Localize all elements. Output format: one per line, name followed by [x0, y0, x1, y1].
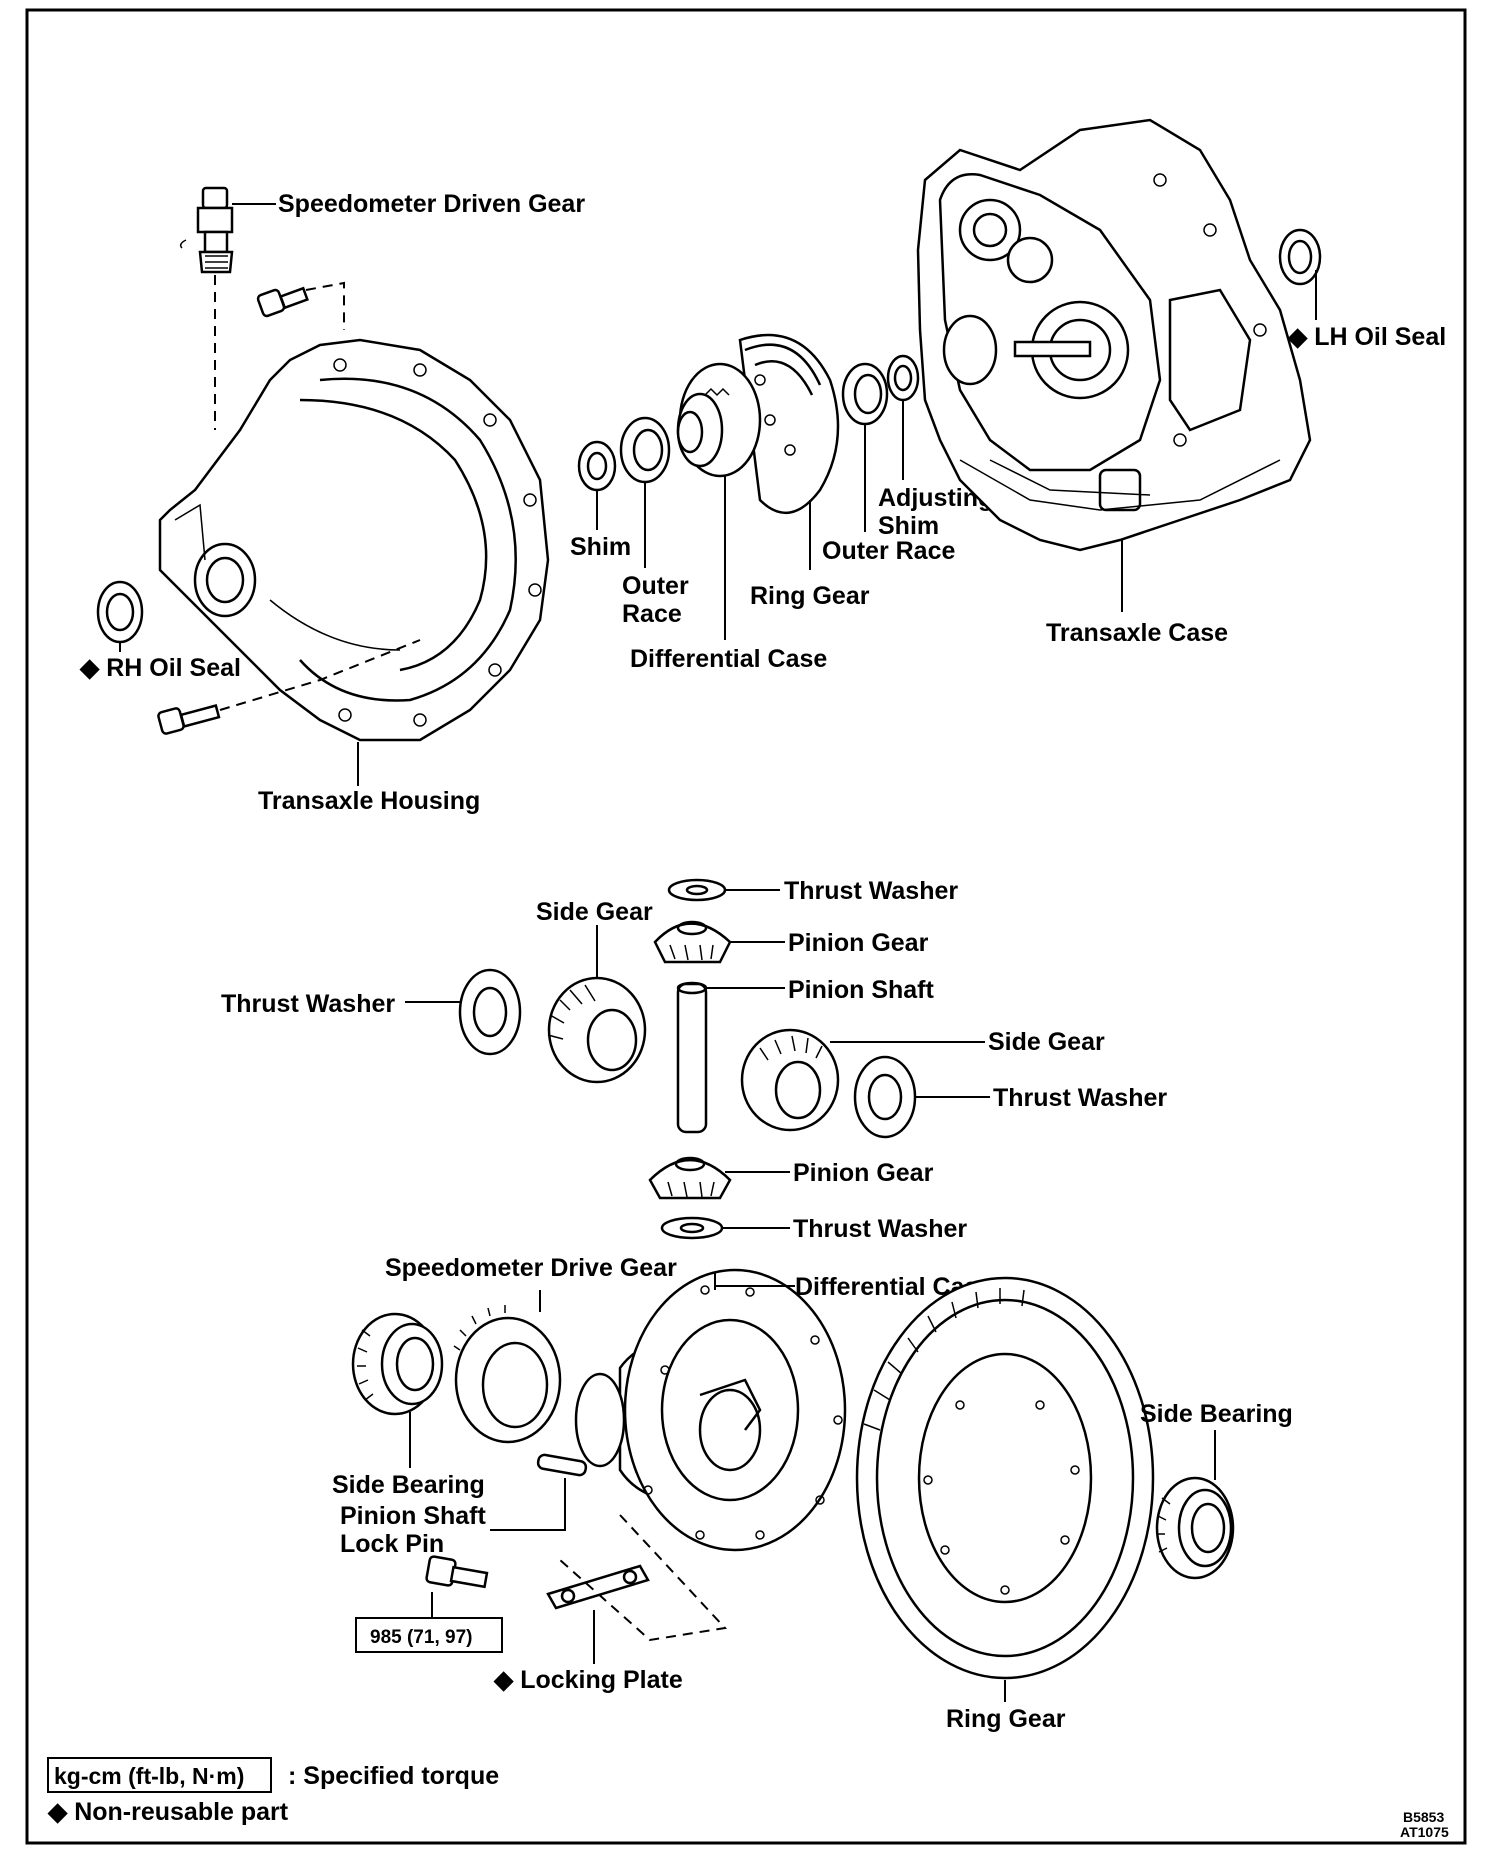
thrust-washer-right-part	[853, 1055, 917, 1139]
label-pinion-gear-bottom: Pinion Gear	[793, 1159, 934, 1187]
rh-oil-seal-part	[96, 580, 144, 644]
side-bearing-right-part	[1155, 1476, 1235, 1580]
label-pinion-gear-top: Pinion Gear	[788, 929, 929, 957]
label-side-gear-right: Side Gear	[988, 1028, 1105, 1056]
label-outer-race-right: Outer Race	[822, 537, 955, 565]
label-side-bearing-left: Side Bearing	[332, 1471, 485, 1499]
label-ring-gear-bottom: Ring Gear	[946, 1705, 1066, 1733]
label-adjusting-shim-2: Shim	[878, 512, 939, 540]
label-transaxle-case: Transaxle Case	[1046, 619, 1228, 647]
pinion-shaft-lock-pin-part	[536, 1453, 588, 1477]
transaxle-case-part	[916, 118, 1312, 552]
label-thrust-washer-bottom: Thrust Washer	[793, 1215, 967, 1243]
lh-oil-seal-part	[1278, 228, 1322, 286]
label-outer-race-left-1: Outer	[622, 572, 689, 600]
thrust-washer-top-part	[667, 878, 727, 902]
thrust-washer-left-part	[458, 968, 522, 1056]
label-lh-oil-seal: ◆ LH Oil Seal	[1287, 323, 1446, 351]
pinion-shaft-part	[676, 981, 708, 1134]
thrust-washer-bottom-part	[660, 1216, 724, 1240]
differential-assembly-top	[676, 333, 840, 515]
label-differential-case-top: Differential Case	[630, 645, 827, 673]
bolt-top	[256, 286, 309, 318]
label-side-bearing-right: Side Bearing	[1140, 1400, 1293, 1428]
torque-box	[355, 1617, 503, 1653]
label-thrust-washer-left: Thrust Washer	[221, 990, 395, 1018]
diagram-frame	[25, 8, 1467, 1845]
side-gear-right-part	[740, 1028, 840, 1132]
side-bearing-left-part	[351, 1312, 444, 1416]
speedometer-drive-gear-part	[453, 1305, 562, 1444]
torque-value: 985 (71, 97)	[370, 1627, 472, 1648]
label-transaxle-housing: Transaxle Housing	[258, 787, 480, 815]
label-thrust-washer-right: Thrust Washer	[993, 1084, 1167, 1112]
differential-case-bottom-part	[574, 1268, 847, 1552]
label-locking-plate: ◆ Locking Plate	[493, 1666, 683, 1694]
figure-code-2: AT1075	[1400, 1824, 1449, 1840]
transaxle-housing-part	[158, 338, 550, 742]
label-pinion-shaft: Pinion Shaft	[788, 976, 935, 1004]
shim-part	[577, 440, 617, 492]
label-side-gear-left: Side Gear	[536, 898, 653, 926]
locking-plate-part	[546, 1564, 650, 1610]
label-pinion-shaft-lock-pin-2: Lock Pin	[340, 1530, 444, 1558]
legend-torque-box	[47, 1757, 272, 1793]
ring-gear-bottom-part	[855, 1276, 1155, 1680]
lock-bolt-part	[425, 1555, 489, 1589]
side-gear-left-part	[547, 976, 647, 1084]
label-pinion-shaft-lock-pin-1: Pinion Shaft	[340, 1502, 487, 1530]
label-outer-race-left-2: Race	[622, 600, 682, 628]
pinion-gear-top-part	[653, 920, 732, 964]
legend-nonreusable: ◆ Non-reusable part	[47, 1798, 289, 1826]
outer-race-left-part	[619, 416, 671, 484]
label-rh-oil-seal: ◆ RH Oil Seal	[79, 654, 241, 682]
label-speedometer-drive-gear: Speedometer Drive Gear	[385, 1254, 677, 1282]
pinion-gear-bottom-part	[648, 1156, 732, 1200]
outer-race-right-part	[841, 362, 889, 426]
label-ring-gear-top: Ring Gear	[750, 582, 870, 610]
label-speedometer-driven-gear: Speedometer Driven Gear	[278, 190, 585, 218]
label-thrust-washer-top: Thrust Washer	[784, 877, 958, 905]
figure-code-1: B5853	[1403, 1809, 1444, 1825]
legend-torque-text: : Specified torque	[288, 1762, 499, 1790]
speedometer-driven-gear-part	[179, 186, 234, 274]
label-shim: Shim	[570, 533, 631, 561]
legend-torque-unit: kg-cm (ft-lb, N·m)	[54, 1763, 244, 1789]
bolt-bottom	[157, 704, 221, 735]
adjusting-shim-part	[886, 354, 920, 402]
